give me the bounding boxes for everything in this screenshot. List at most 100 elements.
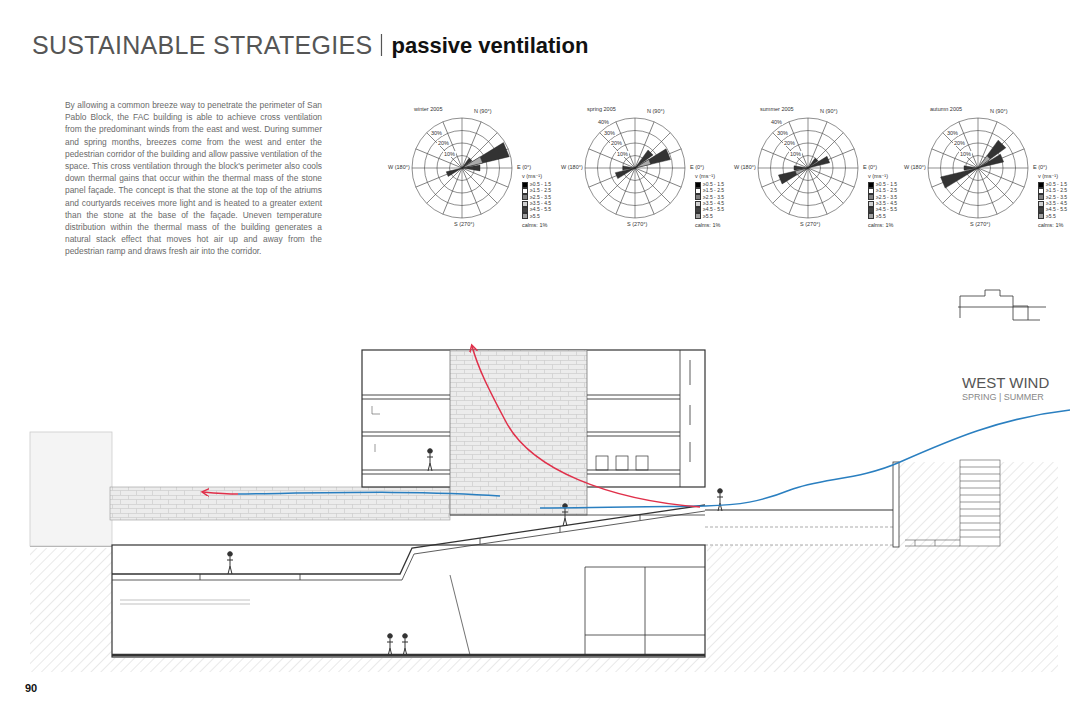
legend-swatch (695, 188, 701, 194)
legend-swatch (695, 207, 701, 213)
legend-row: ≥2.5 - 3.5 (522, 194, 551, 201)
page-number: 90 (25, 682, 37, 694)
legend-text: ≥5.5 (703, 213, 713, 219)
axis-label: S (270°) (454, 221, 474, 227)
legend-swatch (1038, 182, 1044, 188)
legend-text: ≥1.5 - 2.5 (703, 187, 724, 193)
legend-swatch (868, 182, 874, 188)
calms-note: calms: 1% (868, 222, 893, 228)
legend-swatch (695, 201, 701, 207)
legend-swatch (522, 194, 528, 200)
rose-petals (941, 140, 1006, 188)
legend-row: ≥3.5 - 4.5 (522, 200, 551, 207)
legend-swatch (695, 213, 701, 219)
axis-label: S (270°) (970, 221, 990, 227)
legend-text: ≥4.5 - 5.5 (876, 206, 897, 212)
legend-text: ≥3.5 - 4.5 (876, 200, 897, 206)
rose-title: autumn 2005 (930, 106, 962, 112)
axis-label: W (180°) (561, 164, 583, 170)
legend-row: ≥4.5 - 5.5 (1038, 206, 1067, 213)
basement (112, 545, 705, 657)
legend-text: ≥0.5 - 1.5 (876, 181, 897, 187)
rose-petals (778, 156, 829, 184)
legend-row: ≥4.5 - 5.5 (522, 206, 551, 213)
legend-row: ≥5.5 (868, 213, 886, 220)
legend-row: ≥5.5 (1038, 213, 1056, 220)
legend-text: ≥5.5 (1046, 213, 1056, 219)
scale-label: 40% (770, 119, 783, 125)
legend-row: ≥2.5 - 3.5 (695, 194, 724, 201)
scale-label: 30% (603, 130, 616, 136)
legend-row: ≥2.5 - 3.5 (868, 194, 897, 201)
axis-label: E (0°) (863, 164, 877, 170)
legend-row: ≥1.5 - 2.5 (868, 187, 897, 194)
wind-label: WEST WIND (962, 374, 1049, 391)
scale-label: 30% (946, 130, 959, 136)
axis-label: E (0°) (690, 164, 704, 170)
scale-label: 20% (437, 140, 450, 146)
axis-label: N (90°) (474, 108, 491, 114)
legend-text: ≥0.5 - 1.5 (703, 181, 724, 187)
legend-row: ≥1.5 - 2.5 (522, 187, 551, 194)
axis-label: N (90°) (990, 108, 1007, 114)
rose-petals (615, 149, 670, 179)
legend-row: ≥0.5 - 1.5 (1038, 181, 1067, 188)
legend-swatch (1038, 188, 1044, 194)
legend-row: ≥2.5 - 3.5 (1038, 194, 1067, 201)
scale-label: 20% (610, 140, 623, 146)
legend-swatch (695, 182, 701, 188)
legend-text: ≥5.5 (530, 213, 540, 219)
legend-row: ≥1.5 - 2.5 (695, 187, 724, 194)
scale-label: 30% (430, 130, 443, 136)
legend-swatch (522, 213, 528, 219)
legend-swatch (1038, 194, 1044, 200)
page-title: SUSTAINABLE STRATEGIES (32, 30, 372, 60)
scale-label: 30% (776, 130, 789, 136)
corridor-flow (238, 492, 500, 496)
axis-label: E (0°) (517, 164, 531, 170)
legend-swatch (868, 188, 874, 194)
legend-row: ≥3.5 - 4.5 (1038, 200, 1067, 207)
calms-note: calms: 1% (1038, 222, 1063, 228)
ramp-section (112, 505, 705, 580)
legend-swatch (522, 207, 528, 213)
legend-text: ≥5.5 (876, 213, 886, 219)
legend-heading: v (ms⁻¹) (868, 173, 888, 179)
rose-title: winter 2005 (414, 106, 442, 112)
calms-note: calms: 1% (695, 222, 720, 228)
legend-row: ≥5.5 (522, 213, 540, 220)
legend-swatch (868, 207, 874, 213)
legend-swatch (1038, 207, 1044, 213)
legend-swatch (522, 182, 528, 188)
rose-title: summer 2005 (760, 106, 794, 112)
axis-label: E (0°) (1033, 164, 1047, 170)
axis-label: W (180°) (904, 164, 926, 170)
legend-heading: v (ms⁻¹) (1038, 173, 1058, 179)
legend-text: ≥1.5 - 2.5 (876, 187, 897, 193)
legend-text: ≥2.5 - 3.5 (1046, 194, 1067, 200)
legend-row: ≥0.5 - 1.5 (522, 181, 551, 188)
legend-text: ≥4.5 - 5.5 (703, 206, 724, 212)
legend-text: ≥2.5 - 3.5 (703, 194, 724, 200)
legend-swatch (695, 194, 701, 200)
legend-row: ≥4.5 - 5.5 (868, 206, 897, 213)
neighbour-building (30, 432, 112, 546)
legend-swatch (868, 201, 874, 207)
legend-swatch (522, 201, 528, 207)
legend-swatch (868, 194, 874, 200)
key-plan (958, 290, 1046, 320)
wind-rose-grids (412, 118, 1028, 218)
axis-label: S (270°) (800, 221, 820, 227)
legend-row: ≥1.5 - 2.5 (1038, 187, 1067, 194)
legend-text: ≥3.5 - 4.5 (1046, 200, 1067, 206)
season-label: SPRING | SUMMER (962, 392, 1044, 402)
scale-label: 40% (597, 119, 610, 125)
scale-label: 10% (443, 151, 456, 157)
legend-row: ≥4.5 - 5.5 (695, 206, 724, 213)
legend-row: ≥3.5 - 4.5 (695, 200, 724, 207)
axis-label: W (180°) (388, 164, 410, 170)
stack-effect-arrow (472, 346, 700, 507)
scale-label: 20% (953, 140, 966, 146)
legend-text: ≥4.5 - 5.5 (1046, 206, 1067, 212)
legend-text: ≥2.5 - 3.5 (876, 194, 897, 200)
